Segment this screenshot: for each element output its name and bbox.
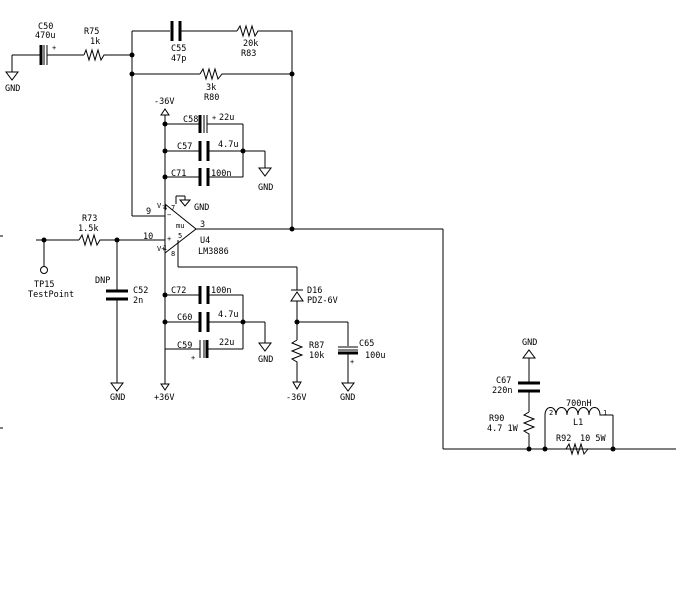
c65-ref: C65 bbox=[359, 339, 374, 349]
tp15-value: TestPoint bbox=[28, 290, 74, 300]
feedback-network: GND + C50 470u R75 1k C55 47p bbox=[5, 21, 295, 229]
c60-ref: C60 bbox=[177, 313, 192, 323]
r92-ref: R92 bbox=[556, 434, 571, 444]
d16-ref: D16 bbox=[307, 286, 322, 296]
c55-ref: C55 bbox=[171, 44, 186, 54]
r87-value: 10k bbox=[309, 351, 324, 361]
r80-ref: R80 bbox=[204, 93, 219, 103]
neg36-label-top: -36V bbox=[154, 97, 174, 107]
capacitor-c55 bbox=[170, 21, 237, 41]
c50-ref: C50 bbox=[38, 22, 53, 32]
pos36-label: +36V bbox=[154, 393, 174, 403]
c59-value: 22u bbox=[219, 338, 234, 348]
c55-value: 47p bbox=[171, 54, 186, 64]
input-stage: R73 1.5k TP15 TestPoint GND DNP C52 2n bbox=[28, 214, 148, 403]
r90-value: 4.7 1W bbox=[487, 424, 519, 434]
svg-text:mu: mu bbox=[176, 222, 184, 230]
gnd-label-neg-decoupling: GND bbox=[258, 183, 273, 193]
svg-text:−: − bbox=[167, 211, 171, 219]
gnd-label-c52: GND bbox=[110, 393, 125, 403]
c52-value: 2n bbox=[133, 296, 143, 306]
opamp-u4: − + V- mu V+ 9 10 GND 7 4 1 8 5 3 U4 LM3… bbox=[117, 195, 443, 268]
r87-ref: R87 bbox=[309, 341, 324, 351]
pin3-label: 3 bbox=[200, 220, 205, 230]
pin5-label: 5 bbox=[178, 232, 182, 240]
resistor-r73 bbox=[78, 233, 117, 247]
c52-note: DNP bbox=[95, 276, 110, 286]
neg36-label-bottom: -36V bbox=[286, 393, 306, 403]
gnd-label-pos-decoupling: GND bbox=[258, 355, 273, 365]
pin7-label: 7 bbox=[171, 204, 175, 212]
r83-value: 20k bbox=[243, 39, 258, 49]
r75-ref: R75 bbox=[84, 27, 99, 37]
l1-ref: L1 bbox=[573, 418, 583, 428]
pin10-label: 10 bbox=[143, 232, 153, 242]
svg-text:+: + bbox=[212, 114, 216, 122]
c65-value: 100u bbox=[365, 351, 385, 361]
svg-text:+: + bbox=[350, 358, 354, 366]
gnd-label-c65: GND bbox=[340, 393, 355, 403]
r92-value: 10 5W bbox=[580, 434, 606, 444]
output-network: GND C67 220n R90 4.7 1W 700nH L1 2 1 R92… bbox=[442, 229, 676, 456]
l1-pin1-label: 1 bbox=[603, 409, 607, 417]
c58-value: 22u bbox=[219, 113, 234, 123]
r80-value: 3k bbox=[206, 83, 216, 93]
gnd-label-u4-pin7: GND bbox=[194, 203, 209, 213]
pin4-label: 4 bbox=[163, 204, 167, 212]
c57-ref: C57 bbox=[177, 142, 192, 152]
gnd-label-c67: GND bbox=[522, 338, 537, 348]
c50-value: 470u bbox=[35, 31, 55, 41]
c52-ref: C52 bbox=[133, 286, 148, 296]
d16-value: PDZ-6V bbox=[307, 296, 338, 306]
l1-value: 700nH bbox=[566, 399, 592, 409]
mute-network: D16 PDZ-6V R87 10k -36V + C65 100u GND bbox=[286, 267, 385, 403]
u4-value: LM3886 bbox=[198, 247, 229, 257]
negative-supply-decoupling: -36V C58 + 22u C57 4.7u C71 100n G bbox=[154, 97, 273, 204]
tp15-ref: TP15 bbox=[34, 280, 54, 290]
gnd-label-c50: GND bbox=[5, 84, 20, 94]
svg-text:+: + bbox=[167, 235, 171, 243]
c58-ref: C58 bbox=[183, 115, 198, 125]
c71-ref: C71 bbox=[171, 169, 186, 179]
svg-text:V-: V- bbox=[157, 202, 165, 210]
r75-value: 1k bbox=[90, 37, 100, 47]
c72-ref: C72 bbox=[171, 286, 186, 296]
resistor-r75 bbox=[83, 48, 132, 62]
r83-ref: R83 bbox=[241, 49, 256, 59]
c57-value: 4.7u bbox=[218, 140, 238, 150]
positive-supply-decoupling: +36V C72 100n C60 4.7u + C59 22u GND bbox=[154, 253, 273, 403]
resistor-r83 bbox=[236, 24, 293, 229]
svg-text:V+: V+ bbox=[157, 245, 165, 253]
pin1-label: 1 bbox=[163, 244, 167, 252]
capacitor-c50: + bbox=[32, 44, 84, 65]
l1-pin2-label: 2 bbox=[549, 409, 553, 417]
r90-ref: R90 bbox=[489, 414, 504, 424]
pin9-label: 9 bbox=[146, 207, 151, 217]
c72-value: 100n bbox=[211, 286, 231, 296]
resistor-r80 bbox=[199, 67, 292, 81]
c67-value: 220n bbox=[492, 386, 512, 396]
c67-ref: C67 bbox=[496, 376, 511, 386]
r73-ref: R73 bbox=[82, 214, 97, 224]
c60-value: 4.7u bbox=[218, 310, 238, 320]
pin8-label: 8 bbox=[171, 250, 175, 258]
c71-value: 100n bbox=[211, 169, 231, 179]
svg-text:+: + bbox=[52, 44, 56, 52]
u4-ref: U4 bbox=[200, 236, 210, 246]
r73-value: 1.5k bbox=[78, 224, 98, 234]
c59-ref: C59 bbox=[177, 341, 192, 351]
svg-text:+: + bbox=[191, 354, 195, 362]
